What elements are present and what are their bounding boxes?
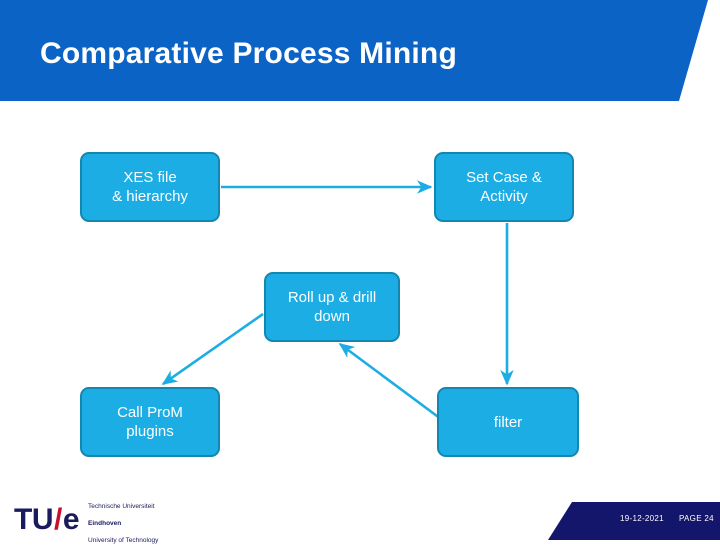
tue-logo-subtitle-line2: Eindhoven <box>88 519 122 527</box>
node-rollup-label: Roll up & drill down <box>287 289 377 325</box>
node-filter-label: filter <box>493 413 523 431</box>
tue-logo-mark: TU/e <box>14 502 80 537</box>
tue-logo-tu: TU <box>14 502 54 536</box>
connector-filter-to-rollup <box>338 342 442 421</box>
footer-bar <box>548 502 720 540</box>
footer-date: 19-12-2021 <box>620 514 664 523</box>
tue-logo-subtitle-line3: University of Technology <box>88 536 159 544</box>
node-xes-label: XES file & hierarchy <box>112 169 188 205</box>
tue-logo-e: e <box>62 502 80 536</box>
node-roll-up-drill-down[interactable]: Roll up & drill down <box>264 272 400 342</box>
diagram-connectors <box>161 180 514 421</box>
node-callprom-label: Call ProM plugins <box>117 404 183 440</box>
header-banner <box>0 0 708 101</box>
tue-logo-subtitle-line1: Technische Universiteit <box>88 502 155 510</box>
node-set-case-activity[interactable]: Set Case & Activity <box>434 152 574 222</box>
tue-logo: TU/e Technische Universiteit Eindhoven U… <box>14 494 158 545</box>
node-call-prom-plugins[interactable]: Call ProM plugins <box>80 387 220 457</box>
node-filter[interactable]: filter <box>437 387 579 457</box>
node-setcase-label: Set Case & Activity <box>466 169 542 205</box>
tue-logo-subtitle: Technische Universiteit Eindhoven Univer… <box>88 494 158 545</box>
node-xes-file-hierarchy[interactable]: XES file & hierarchy <box>80 152 220 222</box>
process-diagram: XES file & hierarchy Set Case & Activity… <box>0 101 720 471</box>
footer-page-number: PAGE 24 <box>679 514 714 523</box>
page-title: Comparative Process Mining <box>40 37 457 70</box>
tue-logo-slash: / <box>54 502 62 536</box>
connector-rollup-to-callprom <box>161 312 264 386</box>
